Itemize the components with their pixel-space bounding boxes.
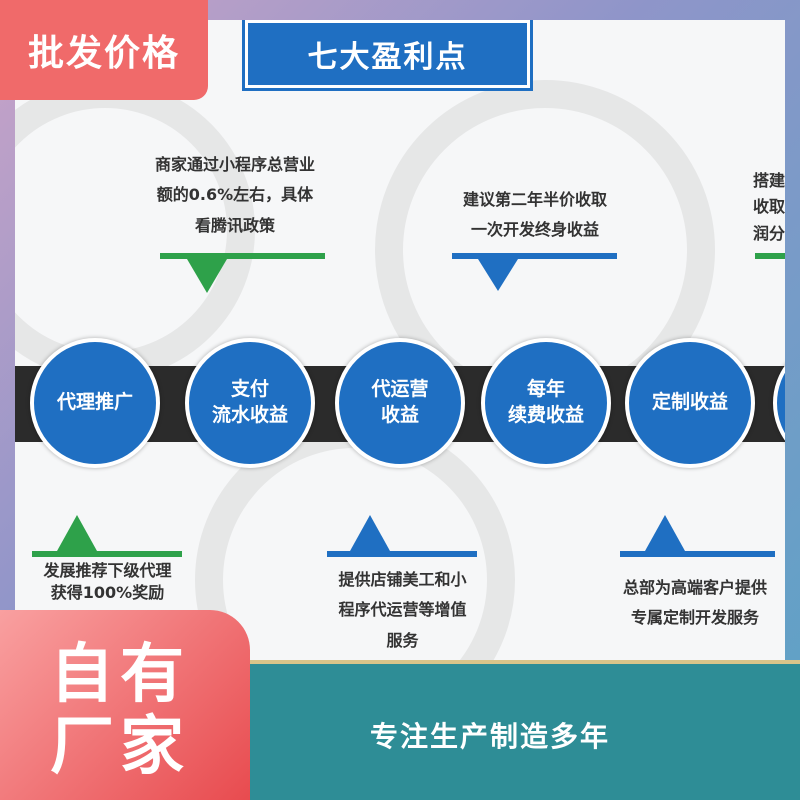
green-bar bbox=[755, 253, 785, 259]
own-factory-panel: 自有厂家 bbox=[0, 610, 250, 800]
blue-bar bbox=[620, 551, 775, 557]
blue-bar bbox=[452, 253, 617, 259]
green-bar bbox=[160, 253, 325, 259]
blue-bar bbox=[327, 551, 477, 557]
bottom-note-1: 发展推荐下级代理获得100%奖励 bbox=[43, 561, 172, 602]
pointer-up-icon bbox=[350, 515, 390, 551]
circle-custom: 定制收益 bbox=[625, 338, 755, 468]
circle-partial bbox=[773, 338, 785, 468]
circle-payment-flow: 支付流水收益 bbox=[185, 338, 315, 468]
infographic-title: 七大盈利点 bbox=[242, 20, 533, 91]
pointer-up-icon bbox=[645, 515, 685, 551]
pointer-down-icon bbox=[187, 259, 227, 293]
top-note-2: 建议第二年半价收取一次开发终身收益 bbox=[462, 190, 607, 240]
circle-agent-promotion: 代理推广 bbox=[30, 338, 160, 468]
profit-points-infographic: 七大盈利点 商家通过小程序总营业额的0.6%左右，具体看腾讯政策 建议第二年半价… bbox=[15, 20, 785, 660]
circle-renewal: 每年续费收益 bbox=[481, 338, 611, 468]
bottom-note-3: 总部为高端客户提供专属定制开发服务 bbox=[622, 578, 767, 628]
footer-slogan: 专注生产制造多年 bbox=[370, 720, 611, 753]
pointer-up-icon bbox=[57, 515, 97, 551]
green-bar bbox=[32, 551, 182, 557]
pointer-down-icon bbox=[478, 259, 518, 291]
wholesale-price-badge: 批发价格 bbox=[0, 0, 208, 100]
circle-operation: 代运营收益 bbox=[335, 338, 465, 468]
top-note-3: 搭建收取润分 bbox=[753, 171, 785, 243]
top-note-1: 商家通过小程序总营业额的0.6%左右，具体看腾讯政策 bbox=[154, 155, 315, 235]
bottom-note-2: 提供店铺美工和小程序代运营等增值服务 bbox=[338, 570, 467, 650]
